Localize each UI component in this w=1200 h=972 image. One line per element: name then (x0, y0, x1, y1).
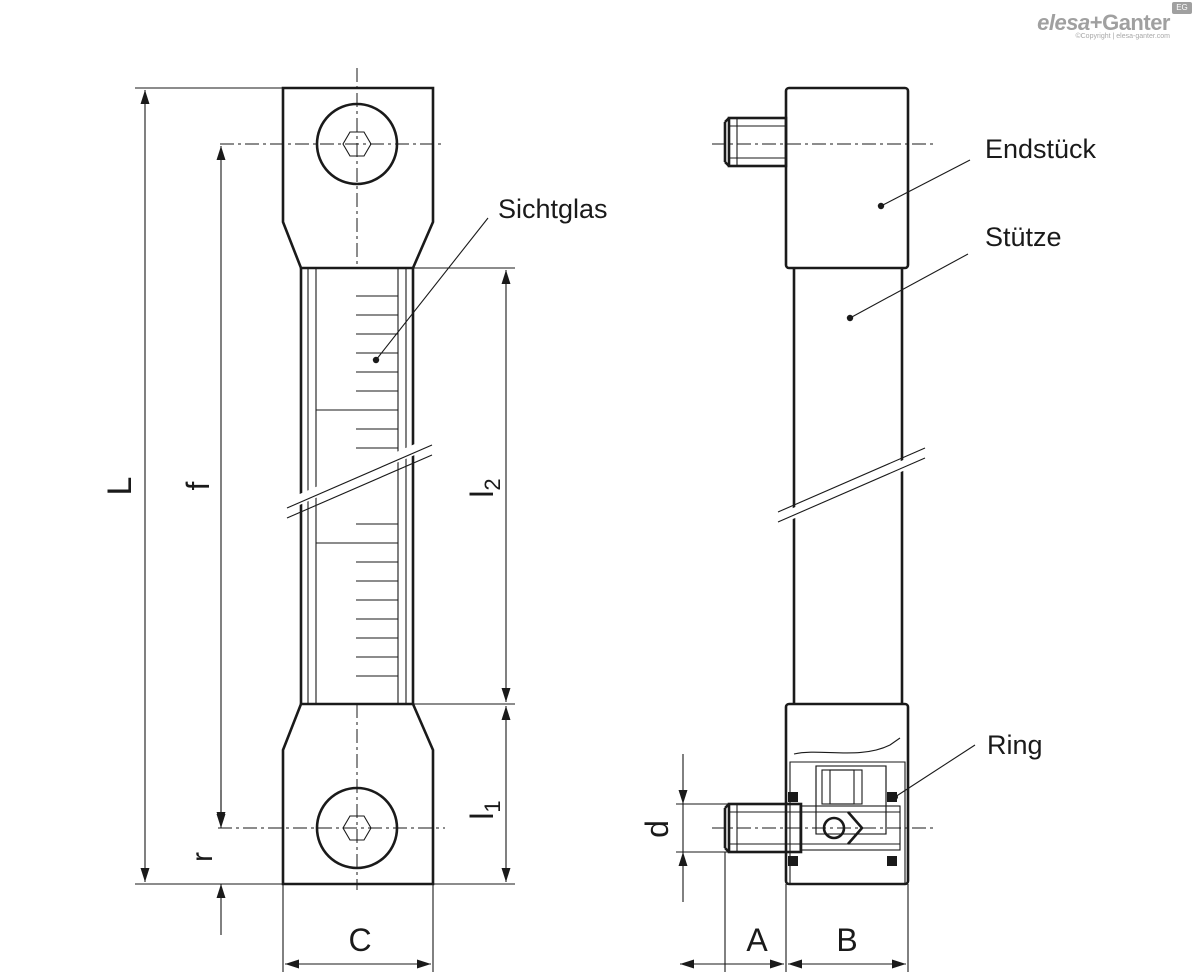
front-bottom-endpiece (281, 702, 435, 886)
side-view (712, 86, 935, 886)
front-dimensions: L f r l2 l1 C (101, 87, 515, 972)
dim-d-label: d (639, 820, 675, 838)
dim-l1-letter: l (464, 813, 500, 820)
sichtglas-label: Sichtglas (498, 194, 608, 224)
logo-elesa: elesa (1037, 10, 1090, 35)
front-sight-glass (299, 268, 415, 704)
endstueck-label: Endstück (985, 134, 1097, 164)
side-dimensions: d A B (639, 754, 909, 972)
side-bottom-endpiece-section (784, 702, 910, 886)
front-view (218, 68, 445, 890)
logo-sep: + (1089, 10, 1103, 35)
callout-sichtglas: Sichtglas (372, 194, 608, 364)
side-top-stud (723, 116, 788, 168)
logo-copyright: ©Copyright | elesa-ganter.com (1075, 33, 1170, 40)
dim-C-label: C (348, 922, 371, 958)
dim-L-label: L (101, 477, 139, 496)
side-support-column (776, 268, 927, 704)
dim-A-label: A (746, 922, 768, 958)
dim-f-label: f (180, 481, 216, 490)
front-top-endpiece (281, 86, 435, 270)
side-top-endpiece (784, 86, 910, 270)
stuetze-label: Stütze (985, 222, 1062, 252)
dim-l2-letter: l (464, 491, 500, 498)
callout-stuetze: Stütze (846, 222, 1062, 322)
logo-ganter: Ganter (1102, 10, 1170, 35)
elesa-ganter-logo: elesa+Ganter EG ©Copyright | elesa-gante… (1037, 2, 1192, 40)
dim-B-label: B (836, 922, 857, 958)
dim-l1-subscript: 1 (480, 800, 505, 812)
ring-label: Ring (987, 730, 1043, 760)
front-top-hex-socket-icon (342, 131, 372, 157)
dim-l1-label: l1 (464, 800, 505, 819)
logo-badge: EG (1172, 2, 1192, 14)
dim-l2-subscript: 2 (480, 478, 505, 490)
front-scale-ticks (316, 295, 398, 677)
front-break-lines (285, 437, 434, 519)
callout-endstueck: Endstück (877, 134, 1097, 210)
callout-ring: Ring (892, 730, 1043, 800)
dim-l2-label: l2 (464, 478, 505, 497)
dim-r-label: r (186, 852, 219, 862)
logo-wordmark: elesa+Ganter (1037, 10, 1170, 36)
